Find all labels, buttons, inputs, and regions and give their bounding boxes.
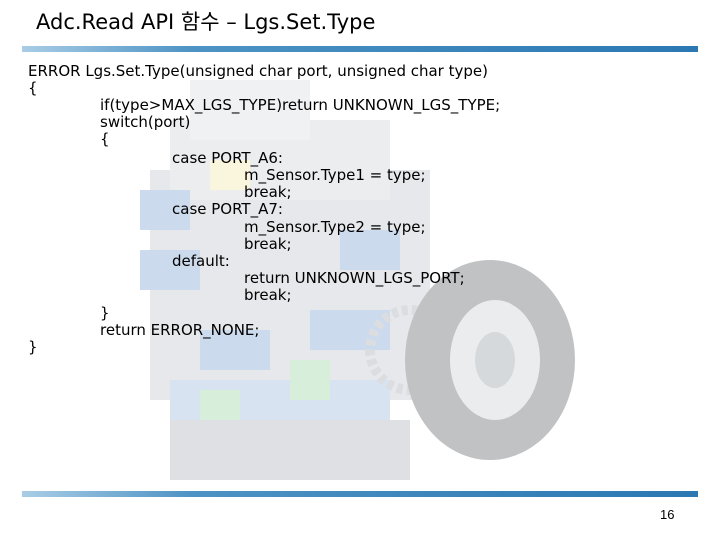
code-line: case PORT_A6: — [172, 149, 283, 167]
code-line: return ERROR_NONE; — [100, 321, 260, 339]
title-underline-bar — [22, 46, 698, 52]
code-line: { — [100, 130, 110, 148]
code-line: default: — [172, 252, 230, 270]
code-line: ERROR Lgs.Set.Type(unsigned char port, u… — [28, 62, 488, 80]
code-line: switch(port) — [100, 113, 191, 131]
code-line: { — [28, 79, 38, 97]
code-line: break; — [244, 183, 292, 201]
page-number: 16 — [660, 507, 675, 522]
code-line: if(type>MAX_LGS_TYPE)return UNKNOWN_LGS_… — [100, 96, 501, 114]
footer-bar — [22, 491, 698, 497]
code-line: case PORT_A7: — [172, 200, 283, 218]
code-line: } — [100, 304, 110, 322]
code-line: return UNKNOWN_LGS_PORT; — [244, 269, 465, 287]
code-line: m_Sensor.Type2 = type; — [244, 218, 426, 236]
code-line: m_Sensor.Type1 = type; — [244, 166, 426, 184]
code-line: break; — [244, 286, 292, 304]
robot-background-image — [140, 80, 575, 480]
code-line: } — [28, 338, 38, 356]
slide-title: Adc.Read API 함수 – Lgs.Set.Type — [36, 10, 376, 34]
code-line: break; — [244, 235, 292, 253]
